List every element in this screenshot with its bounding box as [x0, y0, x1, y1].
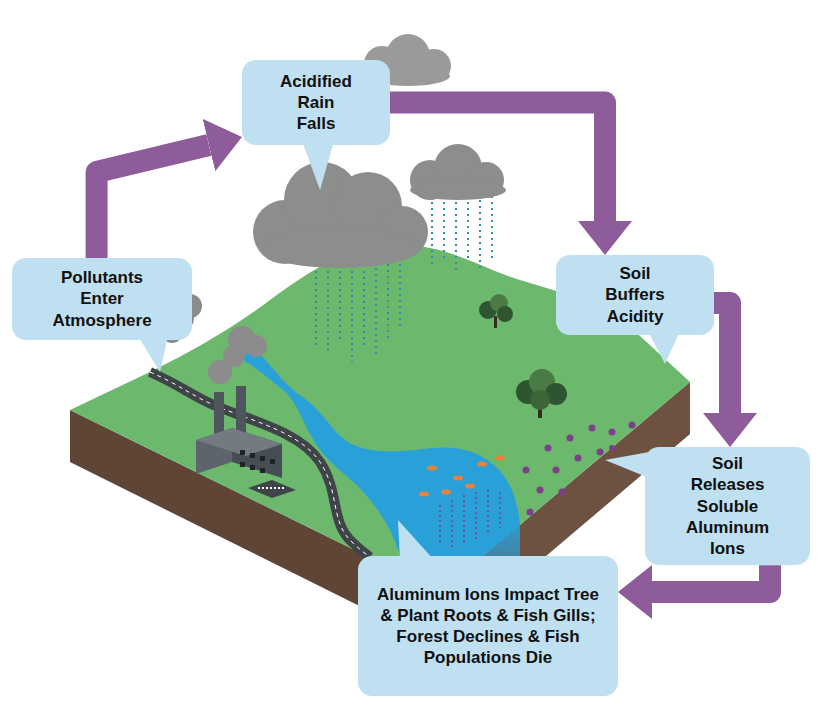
smoke-puff [245, 335, 267, 357]
ion-dot [537, 487, 544, 494]
ion-dot [629, 422, 636, 429]
callout-text: Pollutants Enter Atmosphere [42, 267, 162, 331]
fish [441, 490, 451, 495]
callout-box: Soil Buffers Acidity [556, 255, 714, 335]
callout-text: Soil Releases Soluble Aluminum Ions [675, 453, 780, 559]
tree-trunk [494, 316, 497, 328]
rain-line [339, 265, 341, 340]
window [240, 462, 245, 467]
parked-cars [258, 487, 284, 489]
ion-dot [609, 429, 616, 436]
ion-dot [567, 435, 574, 442]
ion-dot [559, 489, 566, 496]
flow-arrow [714, 303, 730, 413]
cloud-puff [410, 180, 506, 200]
callout-tail [398, 520, 434, 560]
rain-hit [463, 495, 465, 545]
rain-hit [487, 490, 489, 535]
aluminum-ions [523, 422, 636, 516]
window [260, 468, 265, 473]
rain-hit [475, 492, 477, 540]
rain-hit [499, 492, 501, 528]
window [250, 453, 255, 458]
fish [465, 484, 475, 489]
fish [419, 492, 429, 497]
rain-line [387, 258, 389, 340]
window [250, 465, 255, 470]
rain-hit [451, 500, 453, 550]
road-marking [150, 372, 370, 557]
cloud-puff [260, 228, 420, 268]
rain-line [363, 265, 365, 348]
rain-line [443, 196, 445, 262]
smoke-puff [223, 345, 245, 367]
flow-arrow [652, 565, 770, 592]
callout-tail [138, 336, 168, 372]
fish [495, 456, 505, 461]
rain-hits [440, 490, 500, 550]
callout-text: Acidified Rain Falls [276, 71, 356, 135]
window [240, 450, 245, 455]
ion-dot [575, 455, 582, 462]
parking-lot [248, 480, 296, 498]
rain-line [399, 252, 401, 330]
ion-dot [589, 425, 596, 432]
fish [427, 466, 437, 471]
fish-group [419, 456, 505, 497]
callout-box: Soil Releases Soluble Aluminum Ions [645, 447, 810, 565]
rain-line [467, 196, 469, 262]
flow-arrow [390, 103, 605, 222]
ion-dot [553, 467, 560, 474]
fish [477, 462, 487, 467]
window [270, 459, 275, 464]
callout-tail [605, 452, 649, 478]
factory-roof [196, 428, 282, 456]
rain-line [351, 265, 353, 362]
rain-line [479, 194, 481, 270]
callout-text: Aluminum Ions Impact Tree & Plant Roots … [370, 584, 606, 669]
callout-box: Aluminum Ions Impact Tree & Plant Roots … [358, 556, 618, 696]
rain-line [315, 265, 317, 345]
callout-text: Soil Buffers Acidity [594, 263, 676, 327]
road [150, 372, 370, 557]
rain-cloud [410, 144, 506, 200]
rain-line [455, 196, 457, 272]
fish [453, 476, 463, 481]
river [230, 345, 520, 592]
rain-line [491, 190, 493, 262]
callout-tail [648, 331, 680, 364]
window [260, 456, 265, 461]
factory [196, 386, 296, 498]
callout-tail [302, 141, 334, 190]
ion-dot [523, 467, 530, 474]
rain-line [327, 265, 329, 355]
rain-hit [439, 505, 441, 545]
rain-line [431, 196, 433, 268]
callout-box: Acidified Rain Falls [242, 60, 390, 145]
ion-dot [597, 449, 604, 456]
tree-crown [530, 390, 550, 410]
tree-crown [497, 306, 513, 322]
ion-dot [545, 445, 552, 452]
ion-dot [527, 509, 534, 516]
ion-dot [609, 445, 615, 451]
callout-box: Pollutants Enter Atmosphere [12, 258, 192, 340]
rain-cloud [253, 162, 428, 268]
rain-line [375, 262, 377, 358]
flow-arrow [97, 145, 209, 258]
tree [479, 294, 513, 328]
tree [516, 369, 567, 418]
